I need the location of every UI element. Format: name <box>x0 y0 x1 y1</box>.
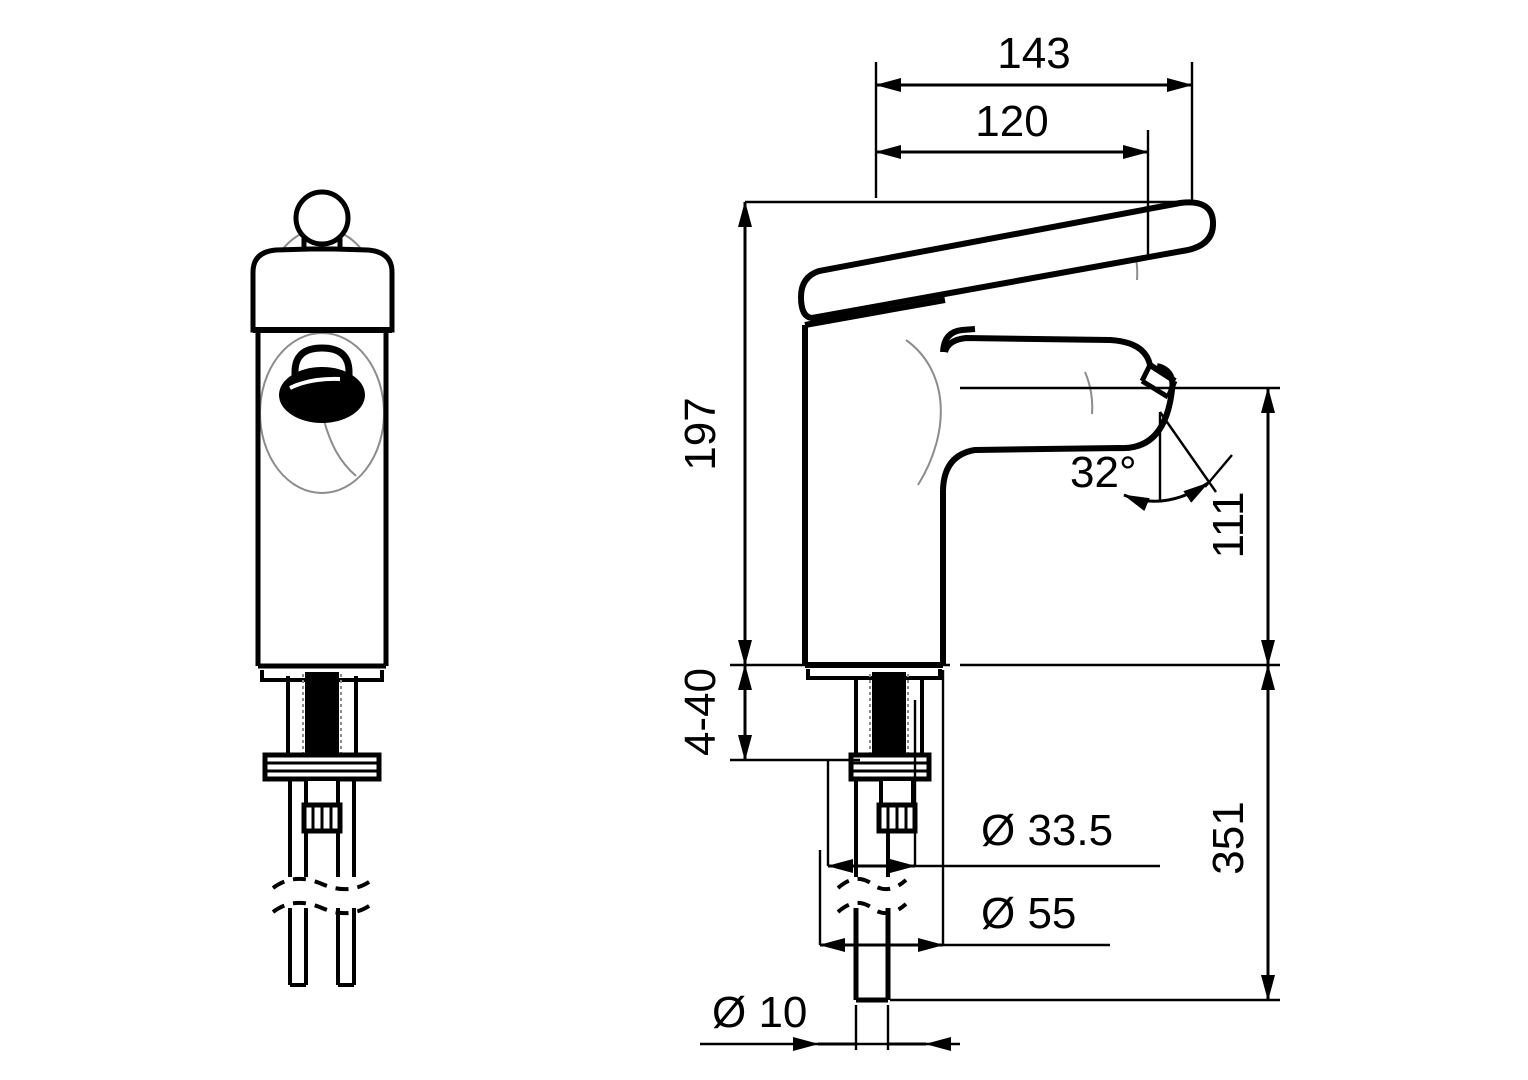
side-lever-handle <box>797 199 1217 322</box>
side-threaded-shank <box>872 672 906 760</box>
side-break-line-lower <box>836 900 908 916</box>
front-knob-circle <box>293 189 351 247</box>
side-hose-lower <box>853 908 891 1000</box>
front-body-sides <box>255 330 389 666</box>
dimension-text-group: 143 120 197 4-40 111 351 Ø 33.5 Ø 55 Ø 1… <box>676 29 1253 1037</box>
dim-label-4-40: 4-40 <box>676 668 725 756</box>
angle-arc-32 <box>1123 481 1209 512</box>
side-aerator-face <box>1148 362 1177 384</box>
side-mounting-plate <box>848 752 932 782</box>
front-spout-highlight <box>289 376 341 390</box>
side-spout-upper <box>942 334 1153 366</box>
angle-ref-inclined <box>1159 411 1217 493</box>
front-break-line-lower <box>271 900 374 916</box>
front-spout-opening <box>279 367 365 423</box>
front-hoses-upper <box>288 779 356 877</box>
dim-label-angle-32: 32° <box>1070 448 1137 497</box>
front-nut-facets <box>311 807 333 829</box>
dim-label-143: 143 <box>997 29 1070 78</box>
front-shank-outer-edges <box>286 676 358 760</box>
side-break-line-upper <box>836 876 908 892</box>
dim-label-dia-55: Ø 55 <box>981 889 1076 938</box>
dim-label-351: 351 <box>1204 801 1253 874</box>
side-nut-facets <box>886 807 908 829</box>
angle-leader-tail <box>1204 454 1233 488</box>
front-view <box>250 189 395 987</box>
dim-label-111: 111 <box>1204 492 1253 559</box>
side-view <box>797 199 1217 1003</box>
side-handle-hub-top <box>940 326 976 353</box>
dim-label-dia-33-5: Ø 33.5 <box>981 806 1113 855</box>
front-shank-thread-lines <box>302 674 342 760</box>
front-threaded-shank <box>305 672 339 760</box>
front-break-line-upper <box>271 876 374 892</box>
side-shank-thread-lines <box>869 674 909 760</box>
front-mounting-plate <box>262 752 382 782</box>
front-hoses-lower <box>288 908 356 985</box>
side-shank-outer-edges <box>854 676 924 760</box>
side-handle-underline <box>804 297 946 328</box>
front-spout-arch <box>291 344 353 412</box>
dim-label-197: 197 <box>676 397 725 470</box>
front-cap-body <box>250 246 395 333</box>
dim-label-dia-10: Ø 10 <box>712 988 807 1037</box>
dimension-annotations <box>700 62 1280 1051</box>
dim-label-120: 120 <box>975 97 1048 146</box>
side-spout-lower <box>940 363 1176 491</box>
front-plate-grooves <box>267 761 377 773</box>
